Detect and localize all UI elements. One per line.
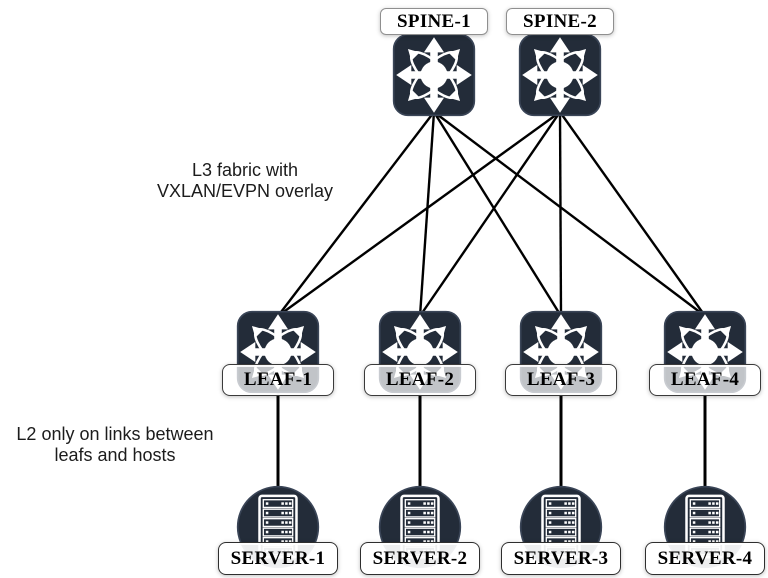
node-label-leaf-3: LEAF-3 (505, 364, 617, 396)
link-spine-2-leaf-3 (558, 111, 563, 317)
node-leaf-3: LEAF-3 (505, 308, 617, 426)
node-server-1: SERVER-1 (218, 484, 338, 578)
node-leaf-4: LEAF-4 (649, 308, 761, 426)
node-server-2: SERVER-2 (360, 484, 480, 578)
link-spine-1-leaf-4 (433, 111, 706, 317)
node-label-server-1: SERVER-1 (218, 542, 338, 575)
link-spine-1-leaf-2 (418, 111, 436, 317)
node-label-server-4: SERVER-4 (645, 542, 765, 575)
fabric-overlay-note-line2: VXLAN/EVPN overlay (156, 181, 334, 202)
multilayer-switch-icon (517, 33, 603, 117)
link-spine-2-leaf-4 (559, 111, 706, 317)
node-label-spine-1: SPINE-1 (380, 8, 488, 35)
node-server-3: SERVER-3 (501, 484, 621, 578)
node-label-leaf-4: LEAF-4 (649, 364, 761, 396)
node-leaf-2: LEAF-2 (364, 308, 476, 426)
l2-access-note-line1: L2 only on links between (16, 424, 214, 444)
link-spine-2-leaf-1 (277, 111, 561, 317)
multilayer-switch-icon (391, 33, 477, 117)
link-spine-2-leaf-2 (419, 111, 561, 317)
node-leaf-1: LEAF-1 (222, 308, 334, 426)
link-spine-1-leaf-3 (432, 111, 563, 317)
node-label-server-3: SERVER-3 (501, 542, 621, 575)
node-spine-1: SPINE-1 (380, 8, 488, 120)
l2-access-note: L2 only on links between leafs and hosts (0, 424, 230, 466)
node-label-spine-2: SPINE-2 (506, 8, 614, 35)
node-label-leaf-2: LEAF-2 (364, 364, 476, 396)
node-spine-2: SPINE-2 (506, 8, 614, 120)
link-spine-1-leaf-1 (277, 111, 435, 317)
fabric-overlay-note: L3 fabric with VXLAN/EVPN overlay (105, 160, 385, 202)
l2-access-note-line2: leafs and hosts (54, 445, 176, 466)
node-label-leaf-1: LEAF-1 (222, 364, 334, 396)
node-label-server-2: SERVER-2 (360, 542, 480, 575)
fabric-overlay-note-line1: L3 fabric with (191, 160, 299, 180)
node-server-4: SERVER-4 (645, 484, 765, 578)
